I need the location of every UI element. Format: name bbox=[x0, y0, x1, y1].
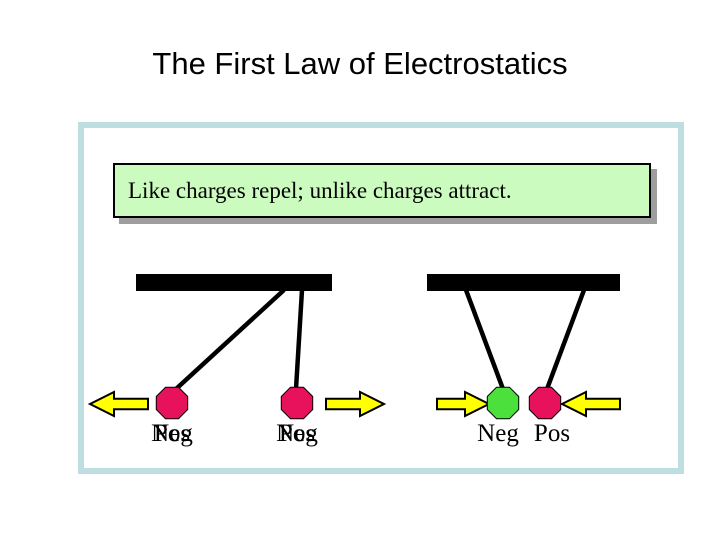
statement-text: Like charges repel; unlike charges attra… bbox=[128, 177, 512, 203]
statement-box: Like charges repel; unlike charges attra… bbox=[113, 163, 651, 218]
page-title: The First Law of Electrostatics bbox=[152, 46, 568, 81]
